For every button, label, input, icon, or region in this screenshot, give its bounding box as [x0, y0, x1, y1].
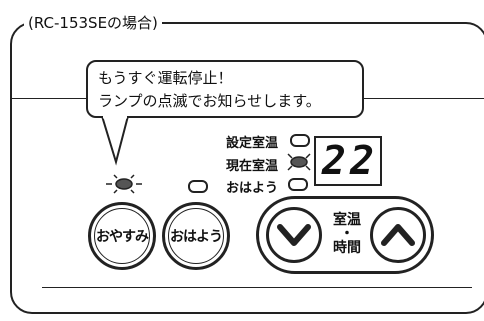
oyasumi-button[interactable]: おやすみ [88, 202, 156, 270]
callout-bubble: もうすぐ運転停止！ ランプの点滅でお知らせします。 [86, 60, 364, 118]
up-button[interactable] [370, 207, 426, 263]
time-label: 時間 [333, 240, 361, 256]
temp-time-label: 室温 ・ 時間 [324, 212, 370, 256]
divider-top-right [364, 98, 484, 99]
temperature-display: 22 [314, 136, 382, 186]
temp-label: 室温 [333, 212, 361, 228]
down-button[interactable] [266, 207, 322, 263]
separator-dot: ・ [340, 226, 354, 242]
oyasumi-button-label: おやすみ [96, 229, 149, 245]
model-note: (RC-153SEの場合) [24, 12, 162, 33]
oyasumi-lamp-blinking-icon [106, 174, 142, 194]
temperature-display-value: 22 [321, 138, 379, 184]
ohayou-button-label: おはよう [170, 229, 223, 245]
current-temp-lamp-blinking-icon [287, 153, 311, 171]
current-temp-label: 現在室温 [226, 159, 279, 174]
ohayou-indicator-lamp [288, 178, 308, 191]
ohayou-indicator-label: おはよう [226, 181, 279, 196]
ohayou-button-lamp [188, 180, 208, 193]
set-temp-lamp [290, 134, 310, 147]
chevron-up-icon [381, 224, 415, 246]
set-temp-label: 設定室温 [226, 136, 279, 151]
ohayou-button[interactable]: おはよう [162, 202, 230, 270]
divider-bottom [42, 287, 472, 288]
chevron-down-icon [277, 224, 311, 246]
callout-line-2: ランプの点滅でお知らせします。 [98, 92, 321, 110]
divider-top-left [12, 98, 86, 99]
callout-tail [101, 116, 129, 166]
callout-line-1: もうすぐ運転停止！ [98, 69, 233, 87]
